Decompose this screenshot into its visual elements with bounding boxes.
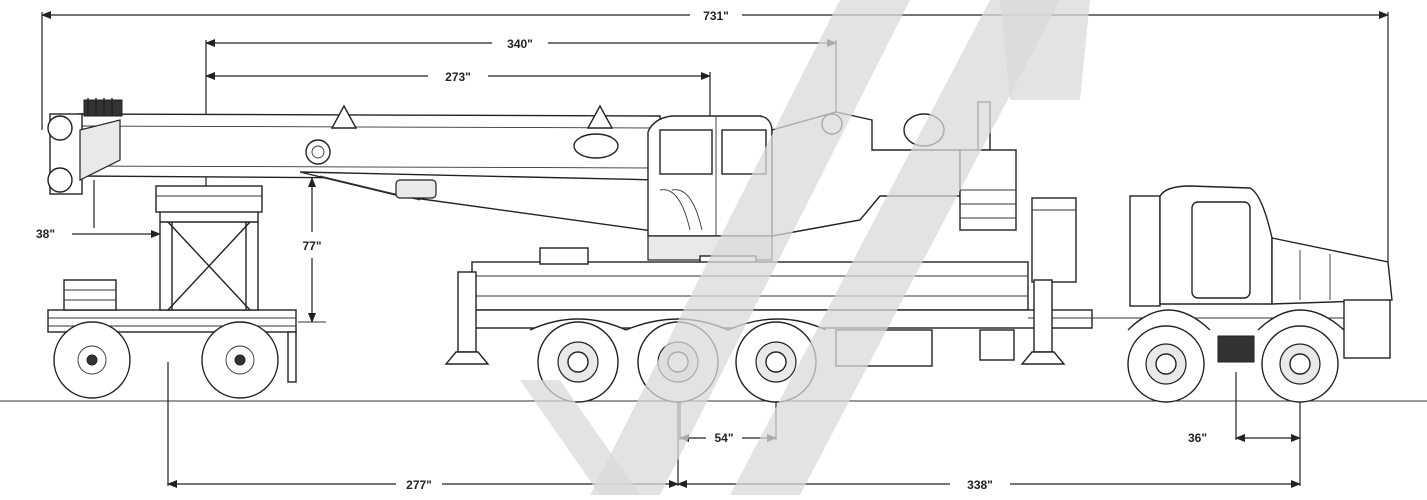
crane-boom [47, 98, 661, 233]
truck-cab [1127, 185, 1393, 359]
boom-dolly [47, 185, 297, 399]
label-36: 36" [1188, 431, 1207, 445]
dolly-wheel-rear [201, 321, 279, 399]
label-340: 340" [507, 37, 533, 51]
label-338: 338" [967, 478, 993, 492]
outriggers [444, 271, 1066, 365]
label-273: 273" [445, 70, 471, 84]
dolly-wheel-front [53, 321, 131, 399]
label-38: 38" [36, 227, 55, 241]
carrier-chassis [471, 247, 1390, 367]
label-731: 731" [703, 9, 729, 23]
truck-wheel-front [1261, 325, 1339, 403]
truck-drivetrain [1217, 335, 1255, 363]
label-54: 54" [714, 431, 733, 445]
dimension-labels: 731" 340" 273" 38" 77" 54" 36" 277" 338" [36, 6, 1207, 493]
truck-wheel-rear [1127, 325, 1205, 403]
watermark-logo [520, 0, 1090, 495]
label-277: 277" [406, 478, 432, 492]
label-77: 77" [302, 239, 321, 253]
